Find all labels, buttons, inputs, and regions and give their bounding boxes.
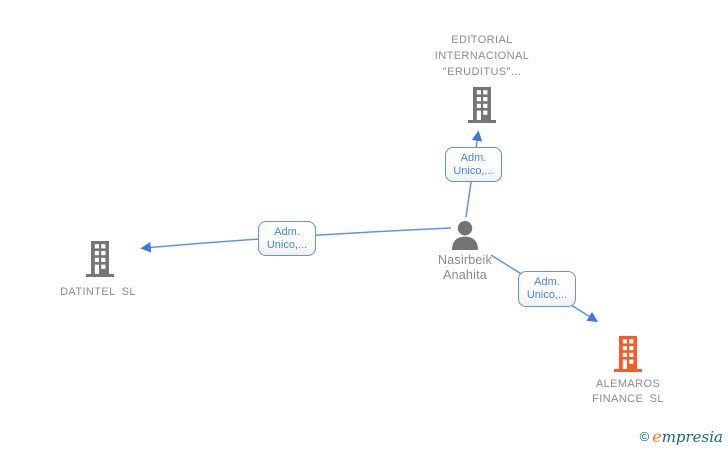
person-icon[interactable] — [449, 220, 481, 257]
empresia-logo-text: mpresia — [661, 428, 723, 446]
node-label-editorial: EDITORIAL INTERNACIONAL "ERUDITUS"... — [382, 32, 582, 80]
edge-label-line1: Adm. — [274, 225, 300, 238]
alemaros-name-line2: FINANCE SL — [592, 393, 664, 405]
building-icon[interactable] — [614, 336, 642, 377]
empresia-logo-initial: e — [652, 427, 662, 446]
building-icon[interactable] — [468, 87, 496, 128]
editorial-name-line3: "ERUDITUS"... — [442, 66, 522, 78]
building-icon[interactable] — [86, 241, 114, 282]
person-name-line1: Nasirbeik — [438, 253, 492, 267]
node-label-alemaros: ALEMAROS FINANCE SL — [548, 377, 708, 407]
person-icon-glyph — [452, 221, 478, 250]
edge-label-person-alemaros[interactable]: Adm. Unico,... — [518, 271, 576, 307]
editorial-name-line1: EDITORIAL — [451, 34, 513, 46]
edge-label-line2: Unico,... — [266, 238, 308, 251]
edge-label-person-editorial[interactable]: Adm. Unico,... — [445, 147, 502, 182]
edge-label-line1: Adm. — [534, 276, 560, 288]
edge-label-person-datintel[interactable]: Adm. Unico,... — [258, 221, 316, 256]
copyright-symbol: © — [639, 429, 650, 444]
edge-label-line2: Unico,... — [453, 164, 494, 177]
building-icon-alemaros — [614, 336, 642, 372]
alemaros-name-line1: ALEMAROS — [595, 378, 661, 390]
building-icon-datintel — [86, 241, 114, 277]
node-label-person: Nasirbeik Anahita — [404, 253, 526, 282]
edge-label-line2: Unico,... — [526, 289, 568, 301]
edge-label-line1: Adm. — [460, 151, 487, 164]
building-icon-editorial — [468, 87, 496, 123]
node-label-datintel: DATINTEL SL — [18, 284, 178, 300]
empresia-logo[interactable]: ©empresia — [640, 427, 723, 447]
person-name-line2: Anahita — [443, 267, 487, 282]
datintel-name-line1: DATINTEL SL — [60, 286, 136, 298]
editorial-name-line2: INTERNACIONAL — [434, 50, 530, 62]
